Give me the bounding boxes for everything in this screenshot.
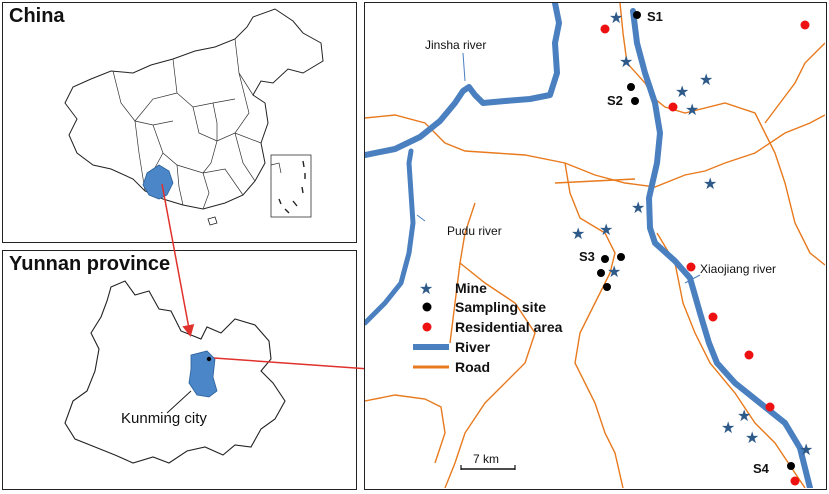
mine-star: ★: [675, 84, 689, 101]
mine-star: ★: [685, 102, 699, 119]
sampling-dot: [603, 283, 611, 291]
yunnan-outline: [64, 280, 286, 464]
legend-residential-label: Residential area: [455, 319, 563, 335]
sampling-dot: [633, 11, 641, 19]
mine-star: ★: [609, 10, 623, 27]
yunnan-panel: Yunnan province Kunming city: [2, 250, 357, 490]
site-label-s2: S2: [607, 93, 623, 108]
scale-bar: 7 km: [460, 452, 516, 470]
legend-river-label: River: [455, 339, 491, 355]
pudu-river-label: Pudu river: [447, 224, 502, 238]
scale-bar-label: 7 km: [473, 452, 499, 466]
sampling-dot: [787, 462, 795, 470]
detail-map: Jinsha river Pudu river Xiaojiang river …: [365, 3, 825, 488]
mine-star: ★: [607, 264, 621, 281]
yunnan-map: Kunming city: [64, 280, 286, 464]
mine-star: ★: [703, 176, 717, 193]
legend: ★ Mine Sampling site Residential area Ri…: [413, 280, 563, 375]
roads: [365, 3, 825, 488]
legend-mine-icon: ★: [419, 281, 433, 298]
legend-road-label: Road: [455, 359, 490, 375]
site-label-s3: S3: [579, 249, 595, 264]
mine-star: ★: [737, 408, 751, 425]
residential-dot: [744, 350, 754, 360]
jinsha-river: [365, 3, 562, 158]
mine-star: ★: [699, 72, 713, 89]
sampling-sites: [597, 11, 795, 470]
mine-star: ★: [745, 430, 759, 447]
residential-markers: [600, 20, 810, 486]
legend-sampling-label: Sampling site: [455, 299, 546, 315]
hainan-island: [207, 216, 218, 226]
residential-dot: [790, 476, 800, 486]
mine-star: ★: [631, 200, 645, 217]
china-map: [64, 8, 324, 226]
legend-sampling-icon: [422, 302, 432, 312]
mine-star: ★: [571, 226, 585, 243]
residential-dot: [686, 262, 696, 272]
sampling-dot: [601, 255, 609, 263]
site-label-s4: S4: [753, 461, 770, 476]
residential-dot: [765, 402, 775, 412]
jinsha-river-label: Jinsha river: [425, 38, 486, 52]
mine-star: ★: [721, 420, 735, 437]
detail-panel: Jinsha river Pudu river Xiaojiang river …: [364, 2, 827, 490]
sampling-dot: [631, 97, 639, 105]
south-china-sea-inset: [270, 154, 312, 218]
kunming-marker-dot: [206, 356, 212, 362]
kunming-area: [188, 350, 218, 398]
mine-star: ★: [599, 222, 613, 239]
yunnan-panel-title: Yunnan province: [9, 253, 171, 275]
site-label-s1: S1: [647, 9, 663, 24]
legend-residential-icon: [422, 322, 432, 332]
pudu-river: [365, 148, 416, 326]
legend-mine-label: Mine: [455, 280, 487, 296]
sampling-dot: [597, 269, 605, 277]
rivers: [365, 3, 813, 488]
china-panel: China: [2, 2, 357, 243]
kunming-leader-line: [166, 390, 192, 414]
xiaojiang-river: [630, 8, 813, 488]
residential-dot: [708, 312, 718, 322]
china-panel-title: China: [9, 5, 65, 27]
mine-star: ★: [619, 54, 633, 71]
residential-dot: [600, 24, 610, 34]
mine-markers: ★ ★ ★ ★ ★ ★ ★ ★ ★ ★ ★ ★ ★ ★: [571, 10, 813, 459]
river-label-leaders: [416, 52, 701, 284]
xiaojiang-river-label: Xiaojiang river: [700, 262, 776, 276]
mine-star: ★: [799, 442, 813, 459]
residential-dot: [800, 20, 810, 30]
sampling-dot: [627, 83, 635, 91]
sampling-dot: [617, 253, 625, 261]
kunming-city-label: Kunming city: [121, 410, 207, 427]
residential-dot: [668, 102, 678, 112]
